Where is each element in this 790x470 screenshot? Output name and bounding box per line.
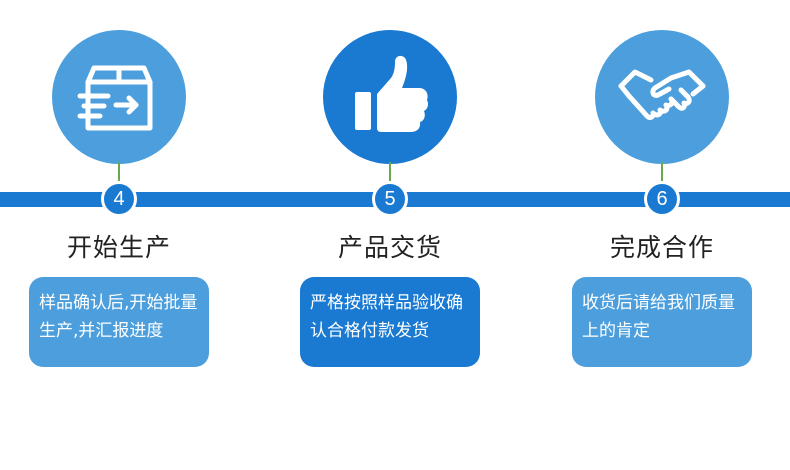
step-title: 开始生产 (66, 233, 171, 262)
step-description: 收货后请给我们质量上的肯定 (572, 277, 752, 367)
step-icon-circle (595, 30, 729, 164)
step-connector-line (389, 162, 391, 186)
step-connector-line (661, 162, 663, 186)
thumbs-up-icon (355, 55, 428, 133)
step-description: 样品确认后,开始批量生产,并汇报进度 (29, 277, 209, 367)
step-icon-circle (52, 30, 186, 164)
step-number-badge: 5 (372, 181, 408, 217)
step-icon-circle (323, 30, 457, 164)
delivery-box-icon (77, 65, 153, 131)
step-connector-line (118, 162, 120, 186)
step-title: 完成合作 (609, 233, 714, 262)
step-number-badge: 6 (644, 181, 680, 217)
step-title: 产品交货 (337, 233, 442, 262)
step-cooperation-complete: 6 完成合作 收货后请给我们质量上的肯定 (562, 0, 762, 470)
handshake-icon (618, 69, 706, 120)
step-number-badge: 4 (101, 181, 137, 217)
step-start-production: 4 开始生产 样品确认后,开始批量生产,并汇报进度 (19, 0, 219, 470)
step-description: 严格按照样品验收确认合格付款发货 (300, 277, 480, 367)
step-product-delivery: 5 产品交货 严格按照样品验收确认合格付款发货 (290, 0, 490, 470)
